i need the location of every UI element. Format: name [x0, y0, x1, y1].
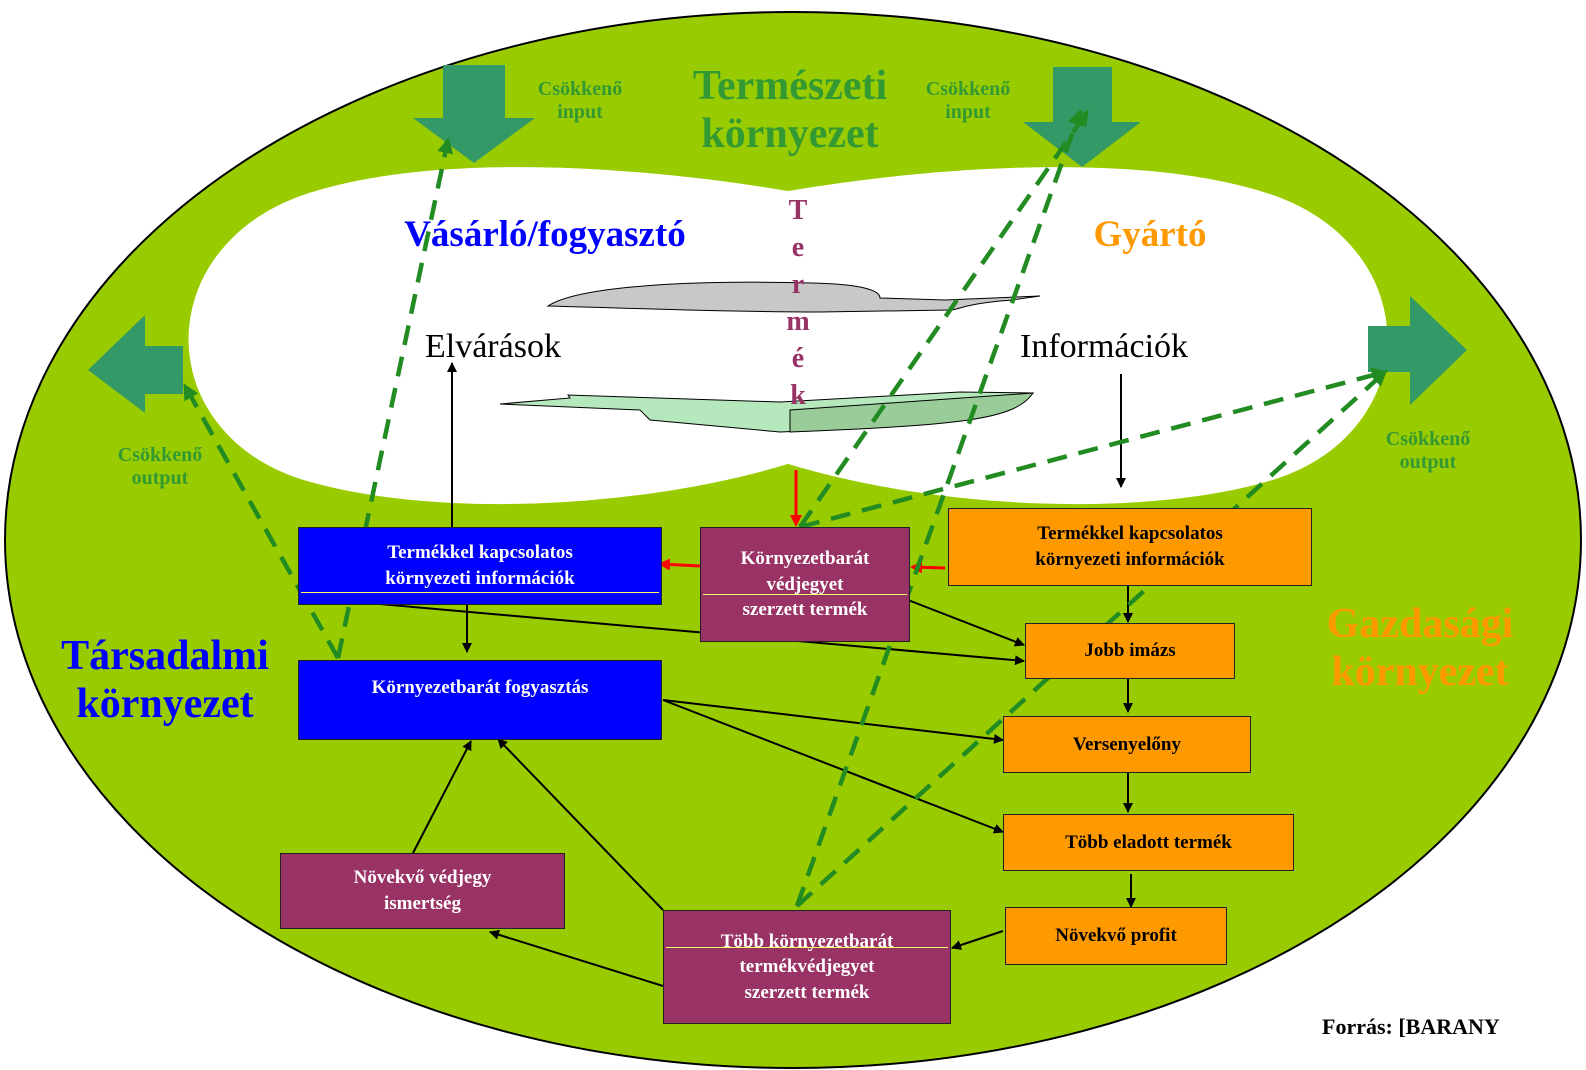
expectations-label: Elvárások [425, 328, 561, 365]
product-letter: k [790, 380, 806, 411]
green-consumption-text: Környezetbarát fogyasztás [371, 677, 589, 698]
output-label-right: Csökkenő output [1385, 428, 1471, 473]
competitive-advantage-box: Versenyelőny [1003, 716, 1251, 773]
consumer-label: Vásárló/fogyasztó [404, 214, 686, 255]
box-separator [301, 592, 659, 593]
producer-environmental-info-box: Termékkel kapcsolatos környezeti informá… [948, 508, 1312, 586]
producer-label: Gyártó [1093, 214, 1207, 255]
more-ecolabel-products-text: Több környezetbarát termékvédjegyet szer… [720, 930, 894, 1003]
product-letter: r [791, 269, 805, 300]
social-environment-label: Társadalmi környezet [61, 633, 269, 728]
more-sold-products-text: Több eladott termék [1065, 831, 1232, 853]
cycle-arrow-top [546, 281, 1041, 313]
growing-awareness-box: Növekvő védjegy ismertség [280, 853, 565, 929]
consumer-environmental-info-text: Termékkel kapcsolatos környezeti informá… [385, 542, 575, 589]
product-letter: m [786, 306, 810, 337]
economic-environment-label: Gazdasági környezet [1326, 601, 1514, 696]
output-label-left: Csökkenő output [117, 444, 203, 489]
growing-awareness-text: Növekvő védjegy ismertség [353, 867, 492, 914]
product-letter: é [791, 343, 805, 374]
producer-environmental-info-text: Termékkel kapcsolatos környezeti informá… [1035, 523, 1225, 570]
product-vertical-label: T e r m é k [780, 192, 816, 414]
output-arrow-right [1368, 296, 1467, 405]
source-label: Forrás: [BARANY [1322, 1014, 1500, 1039]
competitive-advantage-text: Versenyelőny [1072, 733, 1182, 755]
solid-flow-arrows [299, 362, 1136, 987]
output-arrow-left [88, 315, 183, 413]
input-label-left: Csökkenő input [537, 78, 623, 123]
ecolabel-product-box: Környezetbarát védjegyet szerzett termék [700, 527, 910, 642]
more-sold-products-box: Több eladott termék [1003, 814, 1294, 871]
consumer-environmental-info-box: Termékkel kapcsolatos környezeti informá… [298, 527, 662, 605]
natural-environment-label: Természeti környezet [692, 63, 888, 158]
actors-area [186, 165, 1390, 507]
box-separator [666, 947, 948, 948]
product-letter: e [791, 232, 805, 263]
product-letter: T [788, 195, 808, 226]
box-separator [703, 594, 907, 595]
ecolabel-product-text: Környezetbarát védjegyet szerzett termék [740, 548, 870, 621]
more-ecolabel-products-box: Több környezetbarát termékvédjegyet szer… [663, 910, 951, 1024]
input-label-right: Csökkenő input [925, 78, 1011, 123]
growing-profit-text: Növekvő profit [1055, 925, 1177, 947]
information-label: Információk [1020, 328, 1189, 365]
better-image-box: Jobb imázs [1025, 623, 1235, 679]
green-consumption-box: Környezetbarát fogyasztás [298, 660, 662, 740]
growing-profit-box: Növekvő profit [1005, 907, 1227, 965]
better-image-text: Jobb imázs [1084, 640, 1176, 662]
